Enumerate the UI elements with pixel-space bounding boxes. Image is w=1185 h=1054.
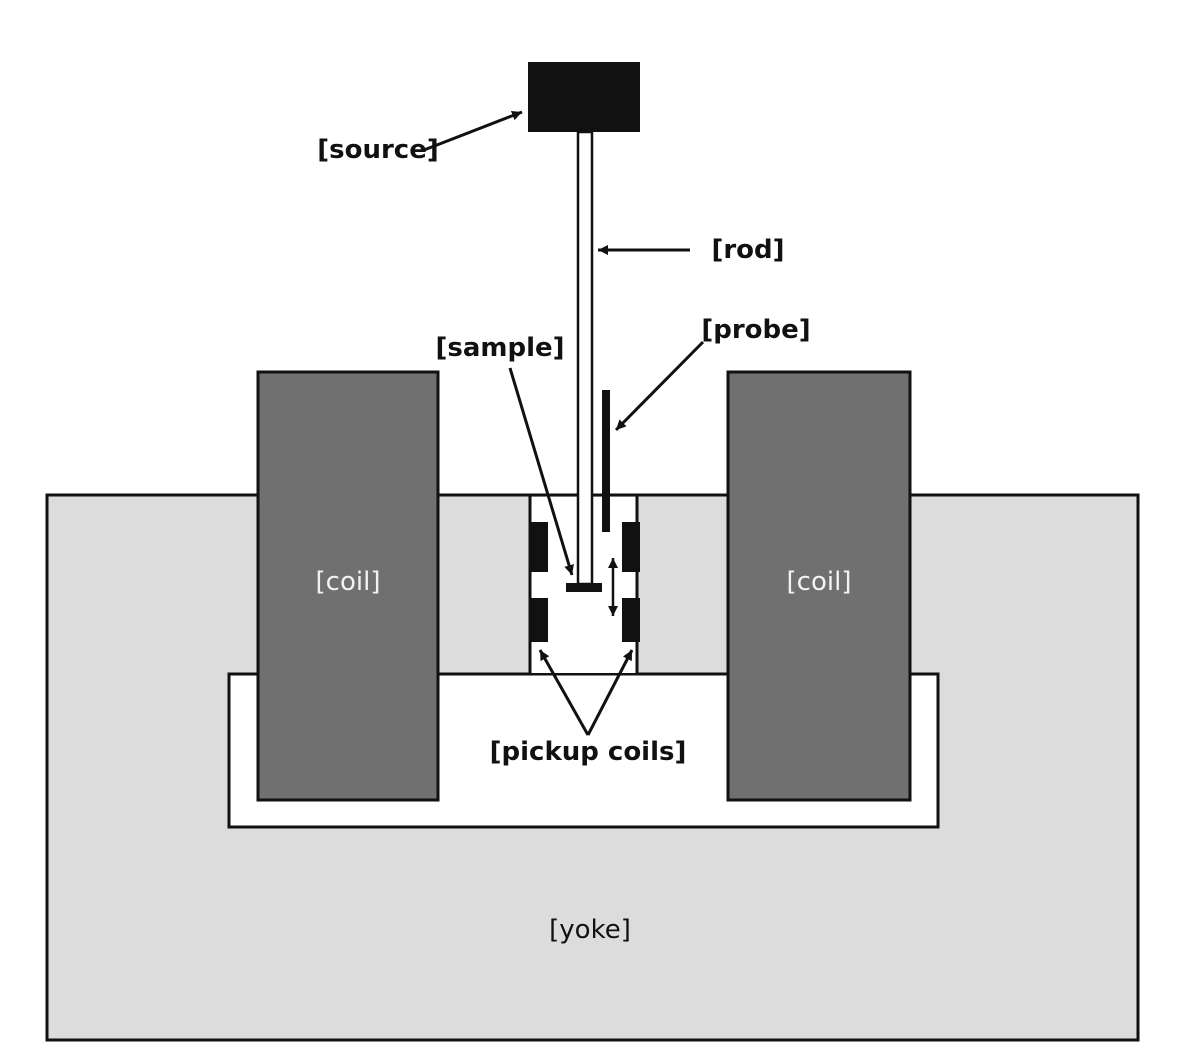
pickup-coil-right-top — [622, 522, 640, 572]
probe-label: [probe] — [701, 315, 810, 345]
test-sample — [566, 583, 602, 592]
coil-right — [726, 370, 912, 802]
coil-left-label: [coil] — [316, 567, 381, 597]
pickup-coil-left-top — [530, 522, 548, 572]
rod-label: [rod] — [711, 235, 784, 265]
pickup-coil-left-bottom — [530, 598, 548, 642]
sample-rod — [576, 130, 594, 586]
yoke-label: [yoke] — [549, 915, 631, 945]
sample-label: [sample] — [435, 333, 564, 363]
pickup-coil-right-bottom — [622, 598, 640, 642]
coil-right-label: [coil] — [787, 567, 852, 597]
probe — [602, 390, 610, 532]
source-label: [source] — [317, 135, 438, 165]
coil-left — [256, 370, 440, 802]
vibration-source — [528, 62, 640, 132]
pickup-label: [pickup coils] — [490, 737, 687, 767]
